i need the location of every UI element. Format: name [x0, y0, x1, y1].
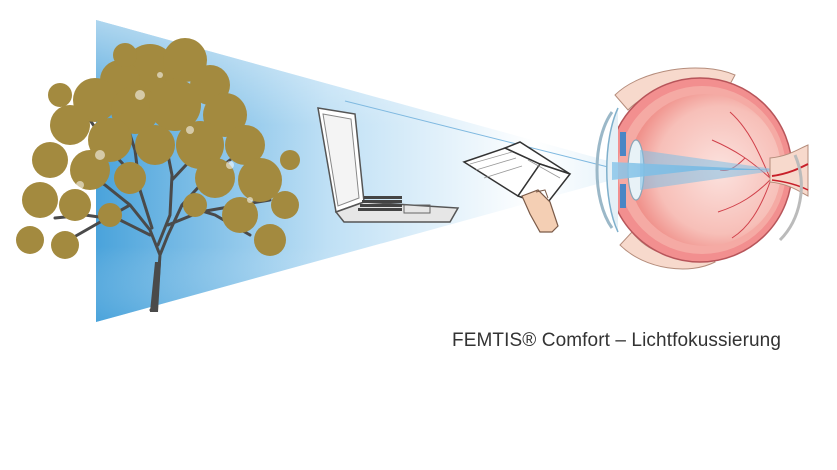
tree-icon — [16, 38, 300, 312]
diagram-caption: FEMTIS® Comfort – Lichtfokussierung — [452, 330, 781, 351]
eye-cross-section-icon — [595, 67, 809, 270]
hand-icon — [521, 189, 559, 233]
laptop-icon — [317, 107, 460, 223]
